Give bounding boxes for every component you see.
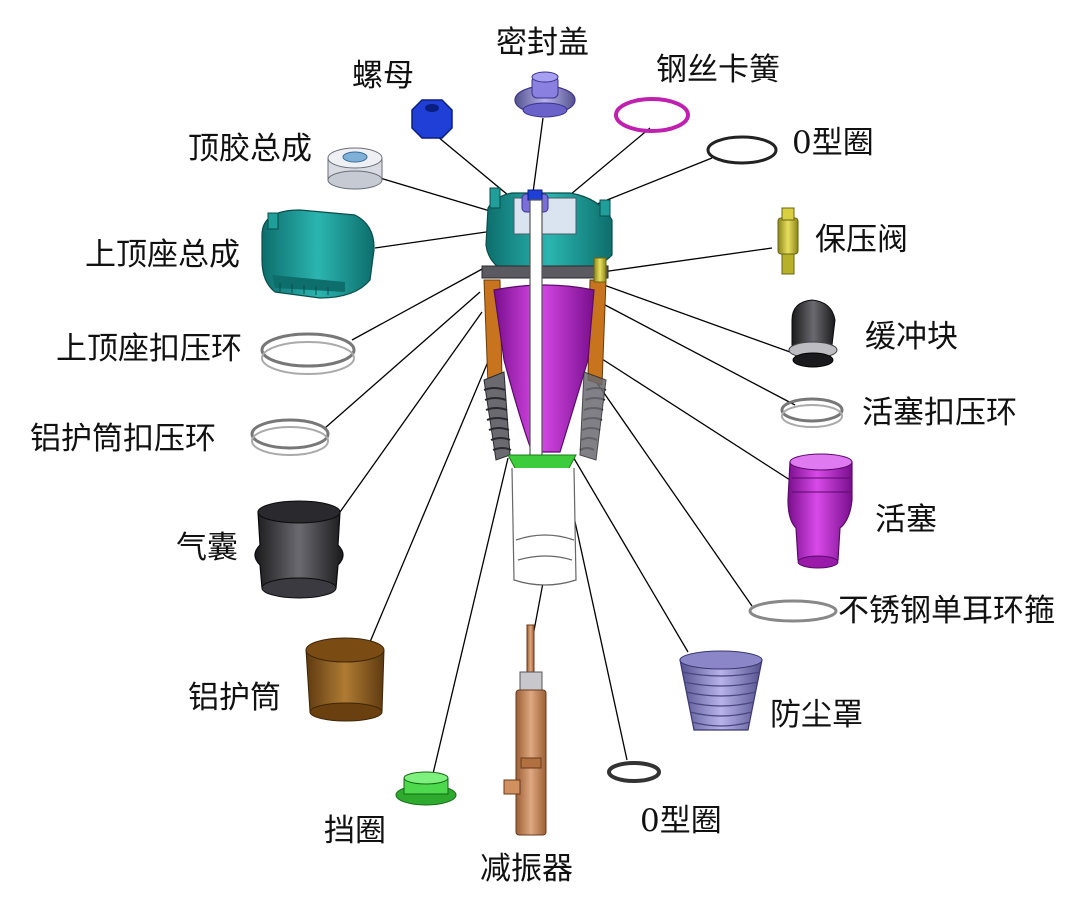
label-top-rubber-assembly: 顶胶总成: [188, 131, 312, 167]
al-tube-part: [305, 637, 385, 722]
label-al-tube: 铝护筒: [188, 680, 281, 716]
leader-upper-crimp-ring: [351, 267, 485, 341]
leader-al-tube: [369, 344, 496, 643]
label-piston: 活塞: [875, 502, 937, 538]
leader-piston: [584, 347, 791, 481]
leader-air-bellows: [339, 311, 483, 513]
seal-cap-part: [514, 71, 576, 118]
assembled-air-spring: [481, 187, 613, 586]
ear-clamp-part: [748, 599, 838, 623]
dust-cover-part: [679, 650, 763, 731]
piston-part: [787, 453, 853, 569]
nut-part: [411, 99, 453, 139]
retaining-ring-part: [395, 771, 457, 806]
piston-crimp-ring-part: [780, 397, 844, 428]
label-pressure-valve: 保压阀: [815, 222, 908, 258]
air-bellows-part: [254, 500, 344, 599]
leader-dust-cover: [571, 454, 689, 653]
upper-mount-part: [261, 209, 375, 299]
pressure-valve-part: [777, 207, 799, 275]
label-upper-mount-crimp-ring: 上顶座扣压环: [56, 331, 242, 367]
label-seal-cap: 密封盖: [496, 25, 589, 61]
label-piston-crimp-ring: 活塞扣压环: [862, 395, 1017, 431]
leader-ear-clamp: [587, 369, 753, 607]
oring-bottom-part: [607, 761, 661, 783]
label-oring-bottom: 0型圈: [640, 803, 722, 839]
label-bump-stop: 缓冲块: [865, 319, 958, 355]
leader-upper-mount: [374, 229, 501, 249]
label-nut: 螺母: [352, 58, 414, 94]
bump-stop-part: [788, 299, 838, 368]
label-shock-absorber: 减振器: [480, 851, 573, 887]
label-oring-top: 0型圈: [792, 125, 874, 161]
upper-crimp-ring-part: [260, 332, 356, 375]
label-retaining-ring: 挡圈: [324, 813, 386, 849]
label-upper-mount-assembly: 上顶座总成: [85, 237, 240, 273]
leader-retaining-ring: [431, 457, 509, 779]
leader-pressure-valve: [601, 247, 773, 273]
label-ss-ear-clamp: 不锈钢单耳环箍: [838, 593, 1055, 629]
leader-bump-stop: [589, 279, 791, 353]
label-al-tube-crimp-ring: 铝护筒扣压环: [30, 421, 216, 457]
leader-al-crimp-ring: [324, 291, 481, 429]
wire-circlip-part: [614, 97, 690, 133]
top-rubber-part: [327, 147, 383, 190]
label-dust-cover: 防尘罩: [770, 697, 863, 733]
leader-piston-crimp-ring: [587, 295, 796, 406]
label-air-bellows: 气囊: [176, 530, 238, 566]
leader-seal-cap: [531, 117, 544, 201]
oring-top-part: [706, 135, 778, 165]
leader-nut: [431, 131, 521, 206]
label-wire-circlip: 钢丝卡簧: [656, 52, 780, 88]
leader-lines: [324, 117, 796, 779]
al-crimp-ring-part: [250, 418, 330, 456]
shock-absorber-part: [503, 624, 547, 836]
